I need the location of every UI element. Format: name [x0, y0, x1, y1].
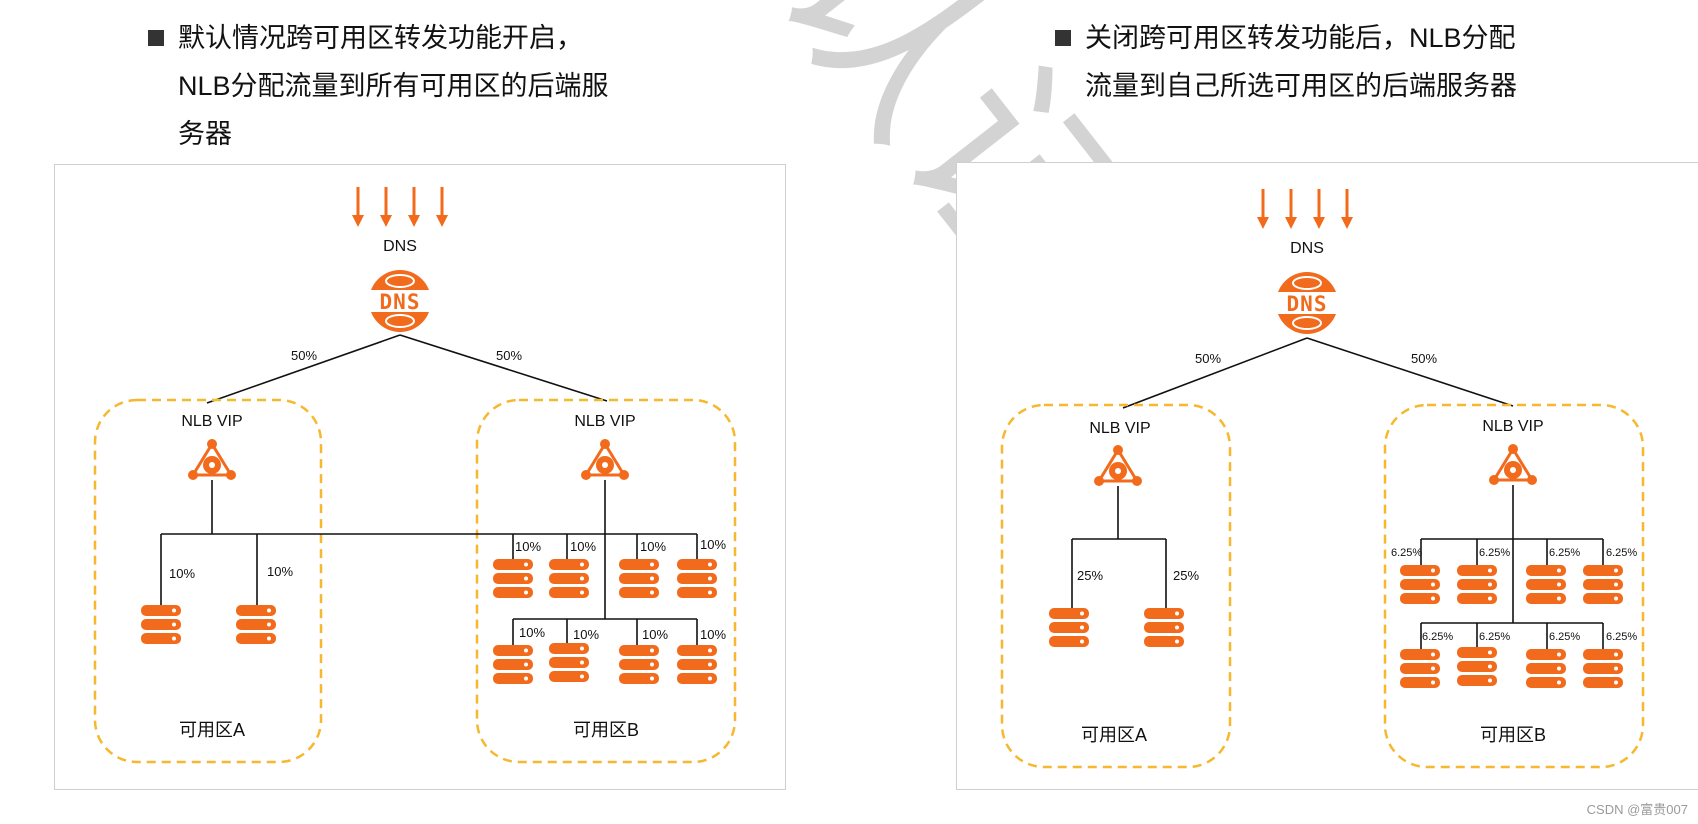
left-description-line-3: 务器 — [178, 119, 232, 149]
server-stack-icon — [1144, 608, 1184, 647]
zone-b-row1-pct: 10% — [700, 537, 726, 552]
server-stack-icon — [1457, 647, 1497, 686]
zone-a-server-pct: 10% — [267, 564, 293, 579]
zone-b-row2-pct: 10% — [519, 625, 545, 640]
zone-a-vip-label: NLB VIP — [1089, 420, 1150, 437]
left-description-line-2: NLB分配流量到所有可用区的后端服 — [178, 71, 609, 101]
bullet-square-icon — [148, 30, 164, 46]
arrow-down-icon — [434, 185, 450, 229]
dns-label: DNS — [383, 238, 417, 255]
zone-b-row2-pct: 6.25% — [1606, 631, 1637, 643]
dns-split-left: 50% — [1195, 351, 1221, 366]
server-stack-icon — [1583, 649, 1623, 688]
left-description: 默认情况跨可用区转发功能开启， NLB分配流量到所有可用区的后端服 务器 — [148, 14, 609, 158]
zone-b-row2-pct: 6.25% — [1549, 631, 1580, 643]
zone-a-name: 可用区A — [179, 720, 245, 740]
server-stack-icon — [549, 643, 589, 682]
zone-b-vip-label: NLB VIP — [1482, 418, 1543, 435]
zone-b-row2-pct: 10% — [642, 627, 668, 642]
right-description-line-1: 关闭跨可用区转发功能后，NLB分配 — [1085, 23, 1516, 53]
nlb-vip-icon — [1092, 443, 1144, 488]
zone-b-box — [1383, 403, 1645, 769]
right-description: 关闭跨可用区转发功能后，NLB分配 流量到自己所选可用区的后端服务器 — [1055, 14, 1517, 110]
left-description-line-1: 默认情况跨可用区转发功能开启， — [178, 23, 583, 53]
server-stack-icon — [1049, 608, 1089, 647]
arrow-down-icon — [1339, 187, 1355, 231]
arrow-down-icon — [1311, 187, 1327, 231]
nlb-vip-icon — [579, 437, 631, 482]
zone-b-row1-pct: 6.25% — [1549, 547, 1580, 559]
server-stack-icon — [619, 645, 659, 684]
arrow-down-icon — [1283, 187, 1299, 231]
zone-b-row1-pct: 6.25% — [1606, 547, 1637, 559]
server-stack-icon — [1400, 565, 1440, 604]
zone-b-row2-pct: 6.25% — [1479, 631, 1510, 643]
zone-a-box — [93, 398, 323, 764]
zone-a-box — [1000, 403, 1232, 769]
arrow-down-icon — [1255, 187, 1271, 231]
zone-b-vip-label: NLB VIP — [574, 413, 635, 430]
zone-a-server-pct: 25% — [1173, 568, 1199, 583]
dns-split-left: 50% — [291, 348, 317, 363]
dns-split-right: 50% — [1411, 351, 1437, 366]
dns-split-right: 50% — [496, 348, 522, 363]
zone-b-row2-pct: 10% — [700, 627, 726, 642]
zone-a-server-pct: 10% — [169, 566, 195, 581]
dns-globe-icon — [1272, 271, 1342, 335]
footer-credit: CSDN @富贵007 — [1586, 802, 1688, 817]
zone-a-server-pct: 25% — [1077, 568, 1103, 583]
zone-b-row1-pct: 10% — [570, 539, 596, 554]
arrow-down-icon — [406, 185, 422, 229]
server-stack-icon — [493, 559, 533, 598]
arrow-down-icon — [378, 185, 394, 229]
zone-b-box — [475, 398, 737, 764]
zone-b-name: 可用区B — [573, 720, 639, 740]
zone-b-row2-pct: 10% — [573, 627, 599, 642]
zone-a-name: 可用区A — [1081, 725, 1147, 745]
server-stack-icon — [1457, 565, 1497, 604]
zone-b-name: 可用区B — [1480, 725, 1546, 745]
dns-label: DNS — [1290, 240, 1324, 257]
server-stack-icon — [493, 645, 533, 684]
server-stack-icon — [1400, 649, 1440, 688]
zone-b-row1-pct: 6.25% — [1479, 547, 1510, 559]
right-diagram-panel: DNS 50% 50% NLB VIP 25% 25% NLB VIP 6.25… — [956, 162, 1698, 790]
left-diagram: DNS DNS 50% 50% NLB VIP NLB VIP — [93, 185, 737, 764]
zone-b-row1-pct: 10% — [640, 539, 666, 554]
zone-a-vip-label: NLB VIP — [181, 413, 242, 430]
zone-b-row1-pct: 10% — [515, 539, 541, 554]
dns-globe-icon — [365, 269, 435, 333]
server-stack-icon — [677, 645, 717, 684]
server-stack-icon — [619, 559, 659, 598]
left-diagram-panel: DNS DNS 50% 50% NLB VIP NLB VIP — [54, 164, 786, 790]
server-stack-icon — [1583, 565, 1623, 604]
right-diagram: DNS 50% 50% NLB VIP 25% 25% NLB VIP 6.25… — [1000, 187, 1645, 769]
server-stack-icon — [236, 605, 276, 644]
server-stack-icon — [141, 605, 181, 644]
arrow-down-icon — [350, 185, 366, 229]
bullet-square-icon — [1055, 30, 1071, 46]
zone-b-row2-pct: 6.25% — [1422, 631, 1453, 643]
zone-b-row1-pct: 6.25% — [1391, 547, 1422, 559]
server-stack-icon — [677, 559, 717, 598]
server-stack-icon — [1526, 649, 1566, 688]
right-description-line-2: 流量到自己所选可用区的后端服务器 — [1085, 71, 1517, 101]
server-stack-icon — [549, 559, 589, 598]
server-stack-icon — [1526, 565, 1566, 604]
nlb-vip-icon — [186, 437, 238, 482]
nlb-vip-icon — [1487, 442, 1539, 487]
